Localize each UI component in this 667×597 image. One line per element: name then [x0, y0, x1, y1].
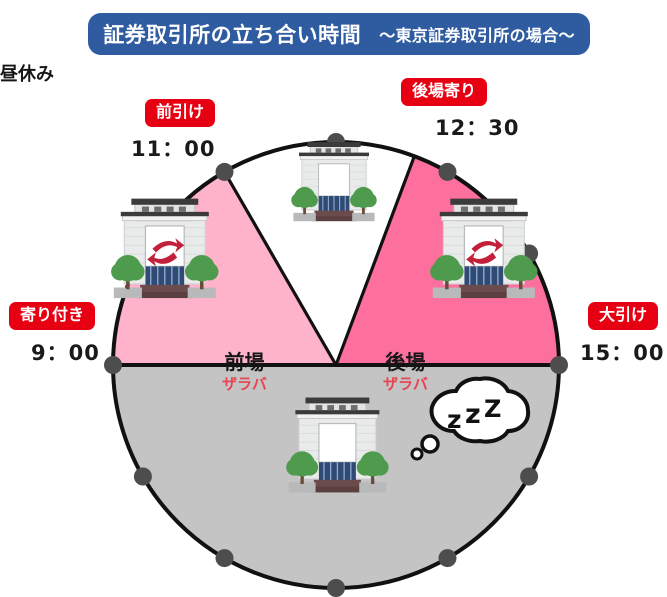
sector-name-afternoon: 後場: [385, 350, 426, 374]
trading-hours-clock-diagram: z z Z 前場 ザラバ 後場 ザラバ 昼休み: [0, 60, 667, 597]
zzz-text: Z: [484, 395, 501, 423]
hour-dot: [550, 356, 568, 374]
sector-label-lunch-break: 昼休み: [0, 64, 54, 85]
time-yoritsuki: 9：00: [31, 341, 100, 365]
sector-sub-afternoon: ザラバ: [383, 375, 428, 393]
hour-dot: [438, 549, 457, 568]
page-subtitle: ～東京証券取引所の場合～: [379, 26, 575, 45]
sector-sub-morning: ザラバ: [222, 375, 267, 393]
hour-dot: [520, 467, 539, 486]
clock-graphic: z z Z: [104, 133, 568, 597]
time-zenbike: 11：00: [131, 137, 216, 161]
hour-dot: [327, 579, 345, 597]
hour-dot: [104, 356, 122, 374]
hour-dot: [438, 162, 457, 181]
hour-dot: [133, 467, 152, 486]
time-oobike: 15：00: [580, 341, 665, 365]
exchange-building-active-icon-afternoon: [429, 197, 539, 299]
hour-dot: [215, 162, 234, 181]
badge-zenbike: 前引け: [145, 99, 216, 127]
sector-label-afternoon: 後場 ザラバ: [383, 351, 428, 396]
zzz-thought-bubble-icon: z z Z: [410, 376, 531, 461]
sector-name-morning: 前場: [224, 350, 265, 374]
zzz-text: z: [465, 399, 481, 430]
divider-12-30: [334, 155, 416, 366]
time-gobayori: 12：30: [435, 116, 520, 140]
zzz-text: z: [447, 405, 462, 434]
exchange-building-sleeping-icon: [285, 396, 390, 494]
exchange-building-icon-lunch: [290, 141, 378, 222]
badge-gobayori: 後場寄り: [401, 78, 488, 106]
page-title-bar: 証券取引所の立ち合い時間 ～東京証券取引所の場合～: [88, 13, 590, 55]
exchange-building-active-icon-morning: [110, 197, 220, 299]
badge-yoritsuki: 寄り付き: [9, 302, 96, 330]
page-title: 証券取引所の立ち合い時間: [103, 23, 362, 47]
badge-oobike: 大引け: [588, 302, 659, 330]
hour-dot: [215, 549, 234, 568]
sector-label-morning: 前場 ザラバ: [222, 351, 267, 396]
divider-11-00: [223, 171, 338, 366]
